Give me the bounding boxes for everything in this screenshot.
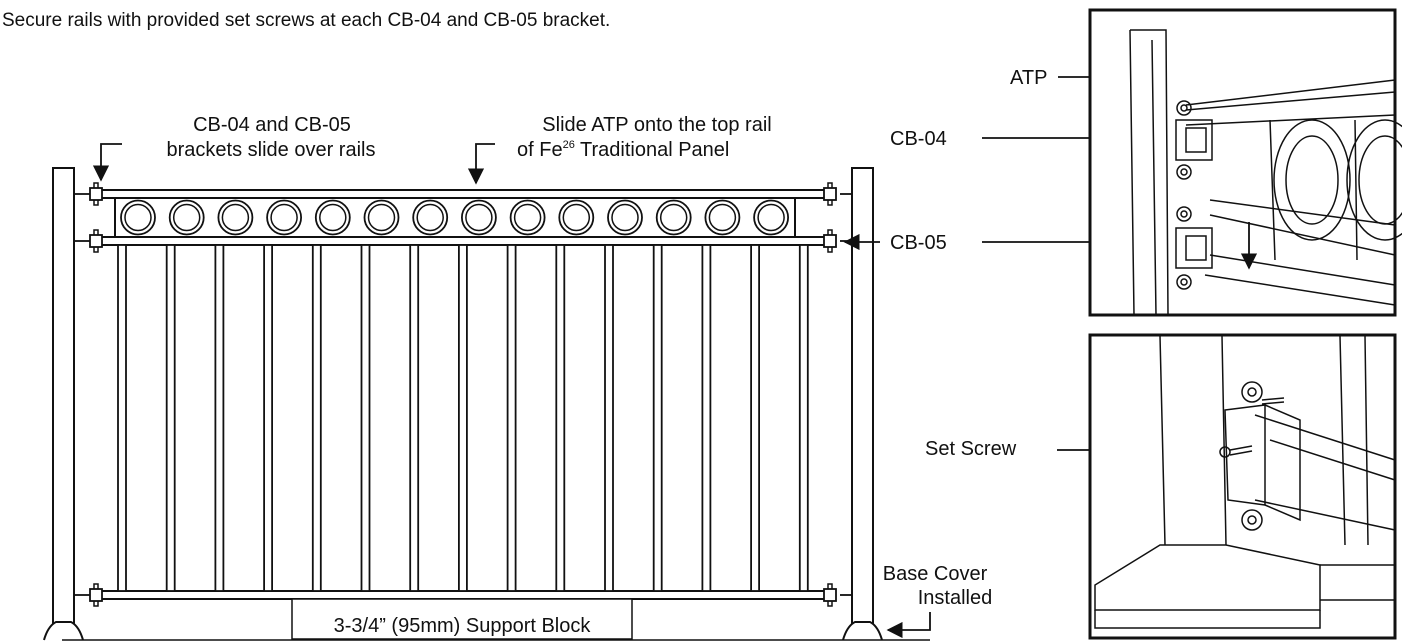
atp-ring [217,199,254,236]
atp-ring [266,199,303,236]
atp-ring [168,199,205,236]
rail-bracket [823,182,852,206]
atp-ring [558,199,595,236]
atp-detail-label: ATP [1010,67,1047,89]
atp-ring [753,199,789,236]
picket [165,244,176,592]
brackets-callout-line1: CB-04 and CB-05 [193,114,351,136]
picket [604,244,614,592]
picket [555,244,566,592]
support-block [291,598,633,640]
atp-ring [704,199,741,236]
base-cover-line2: Installed [918,587,993,609]
atp-callout-line2: of Fe26 Traditional Panel [517,139,729,161]
picket [652,244,663,592]
set-screw-label: Set Screw [925,438,1017,460]
picket [750,244,760,592]
atp-callout-arrow [467,143,495,185]
picket [360,244,371,592]
atp-ring [607,199,643,236]
picket [263,244,274,592]
pickets [117,244,809,592]
atp-ring [120,199,156,236]
rail-bracket [823,229,852,253]
atp-section [114,197,796,238]
picket [311,244,322,592]
picket [457,244,468,592]
base-cover-line1: Base Cover [883,563,988,585]
picket [214,244,225,592]
atp-callout-superscript: 26 [563,139,575,151]
atp-callout-suffix: Traditional Panel [575,139,730,161]
right-base-cover [842,621,883,641]
cb04-detail-label: CB-04 [890,128,947,150]
detail-top-box [1088,8,1402,317]
detail-bottom-box [1088,333,1397,640]
middle-rail [97,236,829,246]
cb05-detail-label: CB-05 [890,232,947,254]
atp-ring [460,199,497,236]
picket [117,244,127,592]
detail-bottom-frame [1088,333,1397,640]
right-post [851,167,874,631]
rail-bracket [74,182,103,206]
atp-rings [120,199,789,236]
base-cover-arrow [886,612,931,639]
support-block-label: 3-3/4” (95mm) Support Block [334,615,592,637]
brackets-callout-arrow [92,143,122,182]
picket [701,244,712,592]
rail-bracket [74,229,103,253]
left-base-cover [43,621,84,641]
atp-callout-prefix: of Fe [517,139,563,161]
atp-ring [655,199,692,236]
picket [506,244,517,592]
top-rail [97,189,829,199]
atp-ring [314,199,351,236]
instruction-text: Secure rails with provided set screws at… [2,10,610,31]
atp-ring [509,199,546,236]
atp-ring [363,199,400,236]
rail-bracket [823,583,852,607]
atp-callout-line1: Slide ATP onto the top rail [542,114,771,136]
fence-drawing: 3-3/4” (95mm) Support Block CB-04 and CB… [43,114,993,641]
brackets [74,182,852,607]
picket [409,244,420,592]
left-post [52,167,75,631]
brackets-callout-line2: brackets slide over rails [167,139,376,161]
atp-ring [412,199,449,236]
picket [798,244,809,592]
bottom-rail [97,590,829,600]
rail-bracket [74,583,103,607]
